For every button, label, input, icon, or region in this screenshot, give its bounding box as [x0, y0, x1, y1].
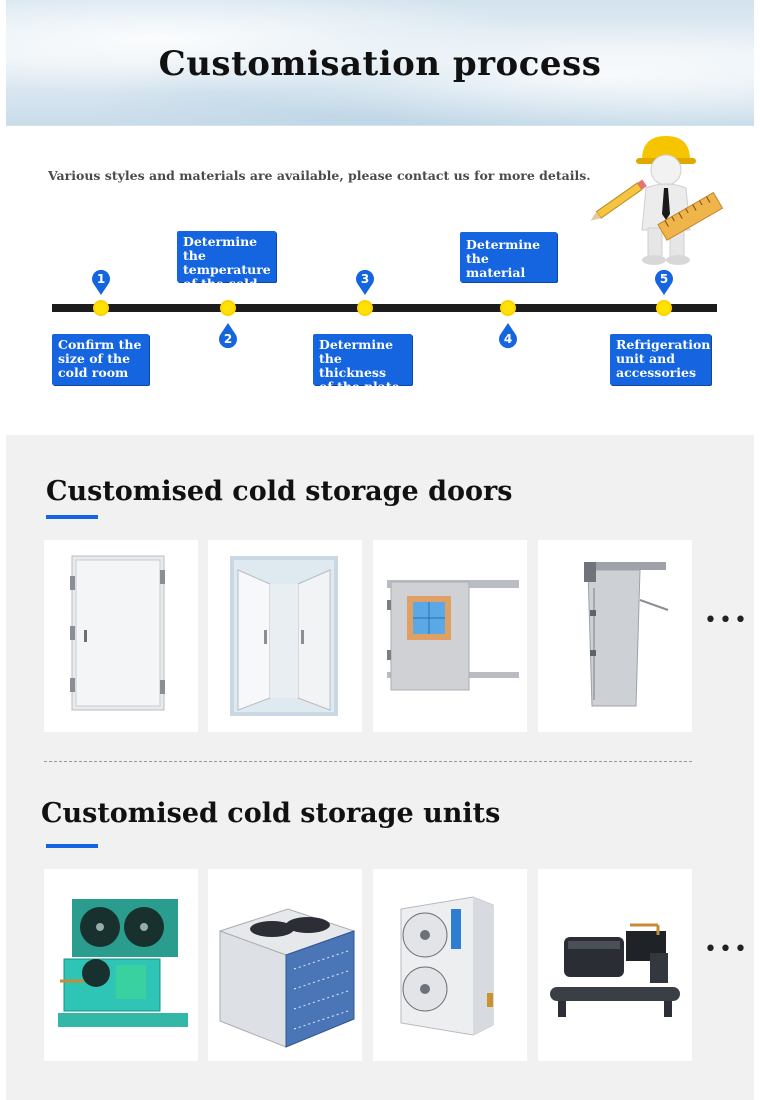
unit-product-card-4[interactable]: [538, 869, 692, 1061]
step-4-label: Determine the material: [460, 232, 557, 282]
green-condensing-unit-image: [58, 899, 188, 1027]
svg-text:4: 4: [504, 332, 512, 346]
timeline-dot-5: [656, 300, 672, 316]
door-product-card-3[interactable]: [373, 540, 527, 732]
sliding-door-window-image: [387, 580, 519, 691]
unit-product-card-1[interactable]: [44, 869, 198, 1061]
step-4-number-icon: 4: [499, 323, 517, 349]
svg-text:3: 3: [361, 272, 369, 286]
door-product-card-4[interactable]: [538, 540, 692, 732]
timeline-dot-3: [357, 300, 373, 316]
step-3-label: Determine the thickness of the plate: [313, 334, 412, 394]
door-product-card-2[interactable]: [208, 540, 362, 732]
section-divider: [44, 761, 692, 762]
step-2-label: Determine the temperature of the cold: [177, 231, 276, 291]
step-1-label: Confirm the size of the cold room: [52, 334, 149, 385]
box-condensing-unit-image: [218, 908, 356, 1048]
svg-text:2: 2: [224, 332, 232, 346]
unit-product-card-2[interactable]: [208, 869, 362, 1061]
step-3-number-icon: 3: [356, 269, 374, 295]
hinged-door-image: [70, 555, 165, 711]
timeline-dot-4: [500, 300, 516, 316]
door-product-card-1[interactable]: [44, 540, 198, 732]
timeline-dot-2: [220, 300, 236, 316]
unit-product-card-3[interactable]: [373, 869, 527, 1061]
screw-compressor-unit-image: [550, 923, 680, 1017]
step-1-number-icon: 1: [92, 269, 110, 295]
double-door-image: [230, 556, 338, 716]
step-2-number-icon: 2: [219, 323, 237, 349]
units-section-title: Customised cold storage units: [41, 798, 501, 829]
step-5-label: Refrigeration unit and accessories: [610, 334, 711, 385]
doors-title-underline: [46, 515, 98, 519]
intro-text: Various styles and materials are availab…: [48, 168, 591, 183]
doors-more-icon[interactable]: •••: [704, 608, 749, 633]
doors-section-title: Customised cold storage doors: [46, 476, 513, 507]
timeline-dot-1: [93, 300, 109, 316]
step-5-number-icon: 5: [655, 269, 673, 295]
page-title: Customisation process: [158, 44, 602, 84]
sliding-rail-door-image: [584, 562, 669, 707]
svg-text:5: 5: [660, 272, 668, 286]
units-more-icon[interactable]: •••: [704, 937, 749, 962]
split-outdoor-unit-image: [400, 896, 494, 1036]
header-banner: Customisation process: [6, 0, 754, 126]
units-title-underline: [46, 844, 98, 848]
process-timeline: [52, 304, 717, 312]
svg-text:1: 1: [97, 272, 105, 286]
worker-illustration: [590, 136, 724, 265]
